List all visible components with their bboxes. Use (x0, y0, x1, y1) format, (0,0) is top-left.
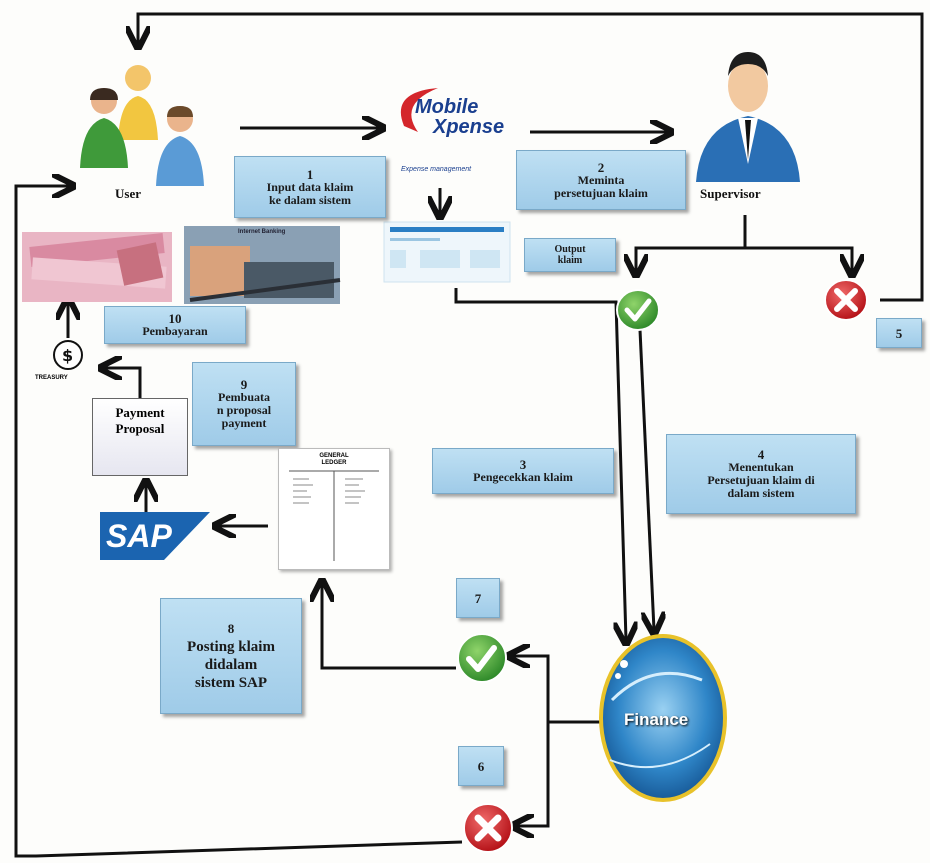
step-7-box: 7 (456, 578, 500, 618)
supervisor-approve-icon (616, 289, 660, 331)
step-text-line: didalam (204, 657, 258, 673)
output-to-finance-arrow (454, 288, 626, 640)
step-8-box: 8 Posting klaim didalam sistem SAP (160, 598, 302, 714)
mobile-xpense-logo-icon (400, 88, 438, 132)
supervisor-to-reject-arrow (745, 246, 852, 272)
approve-to-ledger-arrow (322, 584, 456, 670)
step-10-box: 10 Pembayaran (104, 306, 246, 344)
finance-label: Finance (624, 710, 689, 729)
treasury-label: TREASURY (35, 375, 68, 381)
payment-proposal-line: Payment (115, 405, 165, 420)
finance-reject-icon (463, 803, 513, 853)
step-6-box: 6 (458, 746, 504, 786)
mobile-xpense-line1: Mobile (415, 96, 479, 118)
finance-to-post-reject-arrow (516, 722, 550, 826)
step-5-box: 5 (876, 318, 922, 348)
step-number: 9 (240, 377, 248, 392)
payment-proposal-document: Payment Proposal (92, 398, 188, 476)
supervisor-icon (696, 52, 800, 182)
step-number: 6 (477, 758, 485, 774)
step-text-line: persetujuan klaim (554, 185, 648, 200)
mobile-xpense-logo: Mobile Xpense Expense management (395, 90, 515, 173)
step-text-line: Persetujuan klaim di (707, 473, 815, 487)
general-ledger-title-line: GENERAL (319, 453, 349, 459)
step-number: 5 (895, 325, 903, 341)
supervisor-reject-icon (824, 279, 868, 321)
output-text-line: Output (554, 244, 586, 255)
internet-banking-image-icon (184, 226, 341, 304)
finance-approve-icon (457, 633, 507, 683)
user-label: User (115, 186, 141, 201)
supervisor-label: Supervisor (700, 186, 761, 201)
mobile-xpense-line2: Xpense (433, 116, 505, 138)
general-ledger-document: GENERAL LEDGER (278, 448, 390, 570)
general-ledger-lines-icon (289, 470, 379, 561)
step-9-box: 9 Pembuata n proposal payment (192, 362, 296, 446)
step-text-line: n proposal (216, 403, 272, 417)
finance-icon (599, 634, 727, 802)
step-text-line: payment (221, 416, 267, 430)
step-1-box: 1 Input data klaim ke dalam sistem (234, 156, 386, 218)
output-text-line: klaim (557, 255, 583, 266)
step-number: 3 (519, 457, 527, 472)
mobile-xpense-tagline: Expense management (401, 166, 472, 173)
proposal-to-treasury-arrow (104, 368, 142, 398)
step-text-line: Menentukan (728, 460, 794, 474)
internet-banking-label: Internet Banking (238, 229, 286, 235)
step-text-line: Input data klaim (266, 179, 354, 194)
general-ledger-title: GENERAL LEDGER (279, 453, 389, 467)
treasury-icon: $ (53, 340, 83, 370)
step-text-line: Posting klaim (187, 639, 275, 655)
money-image-icon (22, 232, 172, 302)
step-number: 10 (168, 311, 182, 326)
payment-proposal-line: Proposal (115, 421, 165, 436)
step-3-box: 3 Pengecekkan klaim (432, 448, 614, 494)
step-text-line: sistem SAP (194, 675, 268, 691)
step-text-line: Meminta (577, 172, 625, 187)
step-number: 8 (227, 621, 235, 636)
step-text-line: ke dalam sistem (269, 192, 351, 207)
step-text-line: Pembayaran (142, 324, 208, 338)
general-ledger-title-line: LEDGER (321, 460, 347, 466)
step-number: 2 (597, 159, 605, 175)
approval-to-finance-arrow (638, 329, 654, 630)
step-number: 7 (474, 590, 482, 606)
step-4-box: 4 Menentukan Persetujuan klaim di dalam … (666, 434, 856, 514)
step-number: 4 (757, 447, 765, 462)
output-form-icon (383, 221, 511, 283)
sap-logo-icon (100, 512, 210, 560)
sap-logo: SAP (100, 512, 210, 562)
output-box: Output klaim (524, 238, 616, 272)
svg-text:$: $ (62, 346, 73, 365)
step-2-box: 2 Meminta persetujuan klaim (516, 150, 686, 210)
post-reject-return-to-user-connector (14, 186, 463, 858)
sap-label: SAP (106, 518, 172, 554)
step-text-line: Pembuata (218, 390, 270, 404)
user-group-icon (80, 65, 204, 186)
supervisor-split-connector (636, 215, 747, 272)
step-text-line: Pengecekkan klaim (473, 470, 573, 484)
step-number: 1 (306, 166, 314, 182)
step-text-line: dalam sistem (727, 486, 795, 500)
reject-return-to-user-connector (138, 12, 924, 302)
finance-to-post-approve-arrow (512, 656, 600, 724)
